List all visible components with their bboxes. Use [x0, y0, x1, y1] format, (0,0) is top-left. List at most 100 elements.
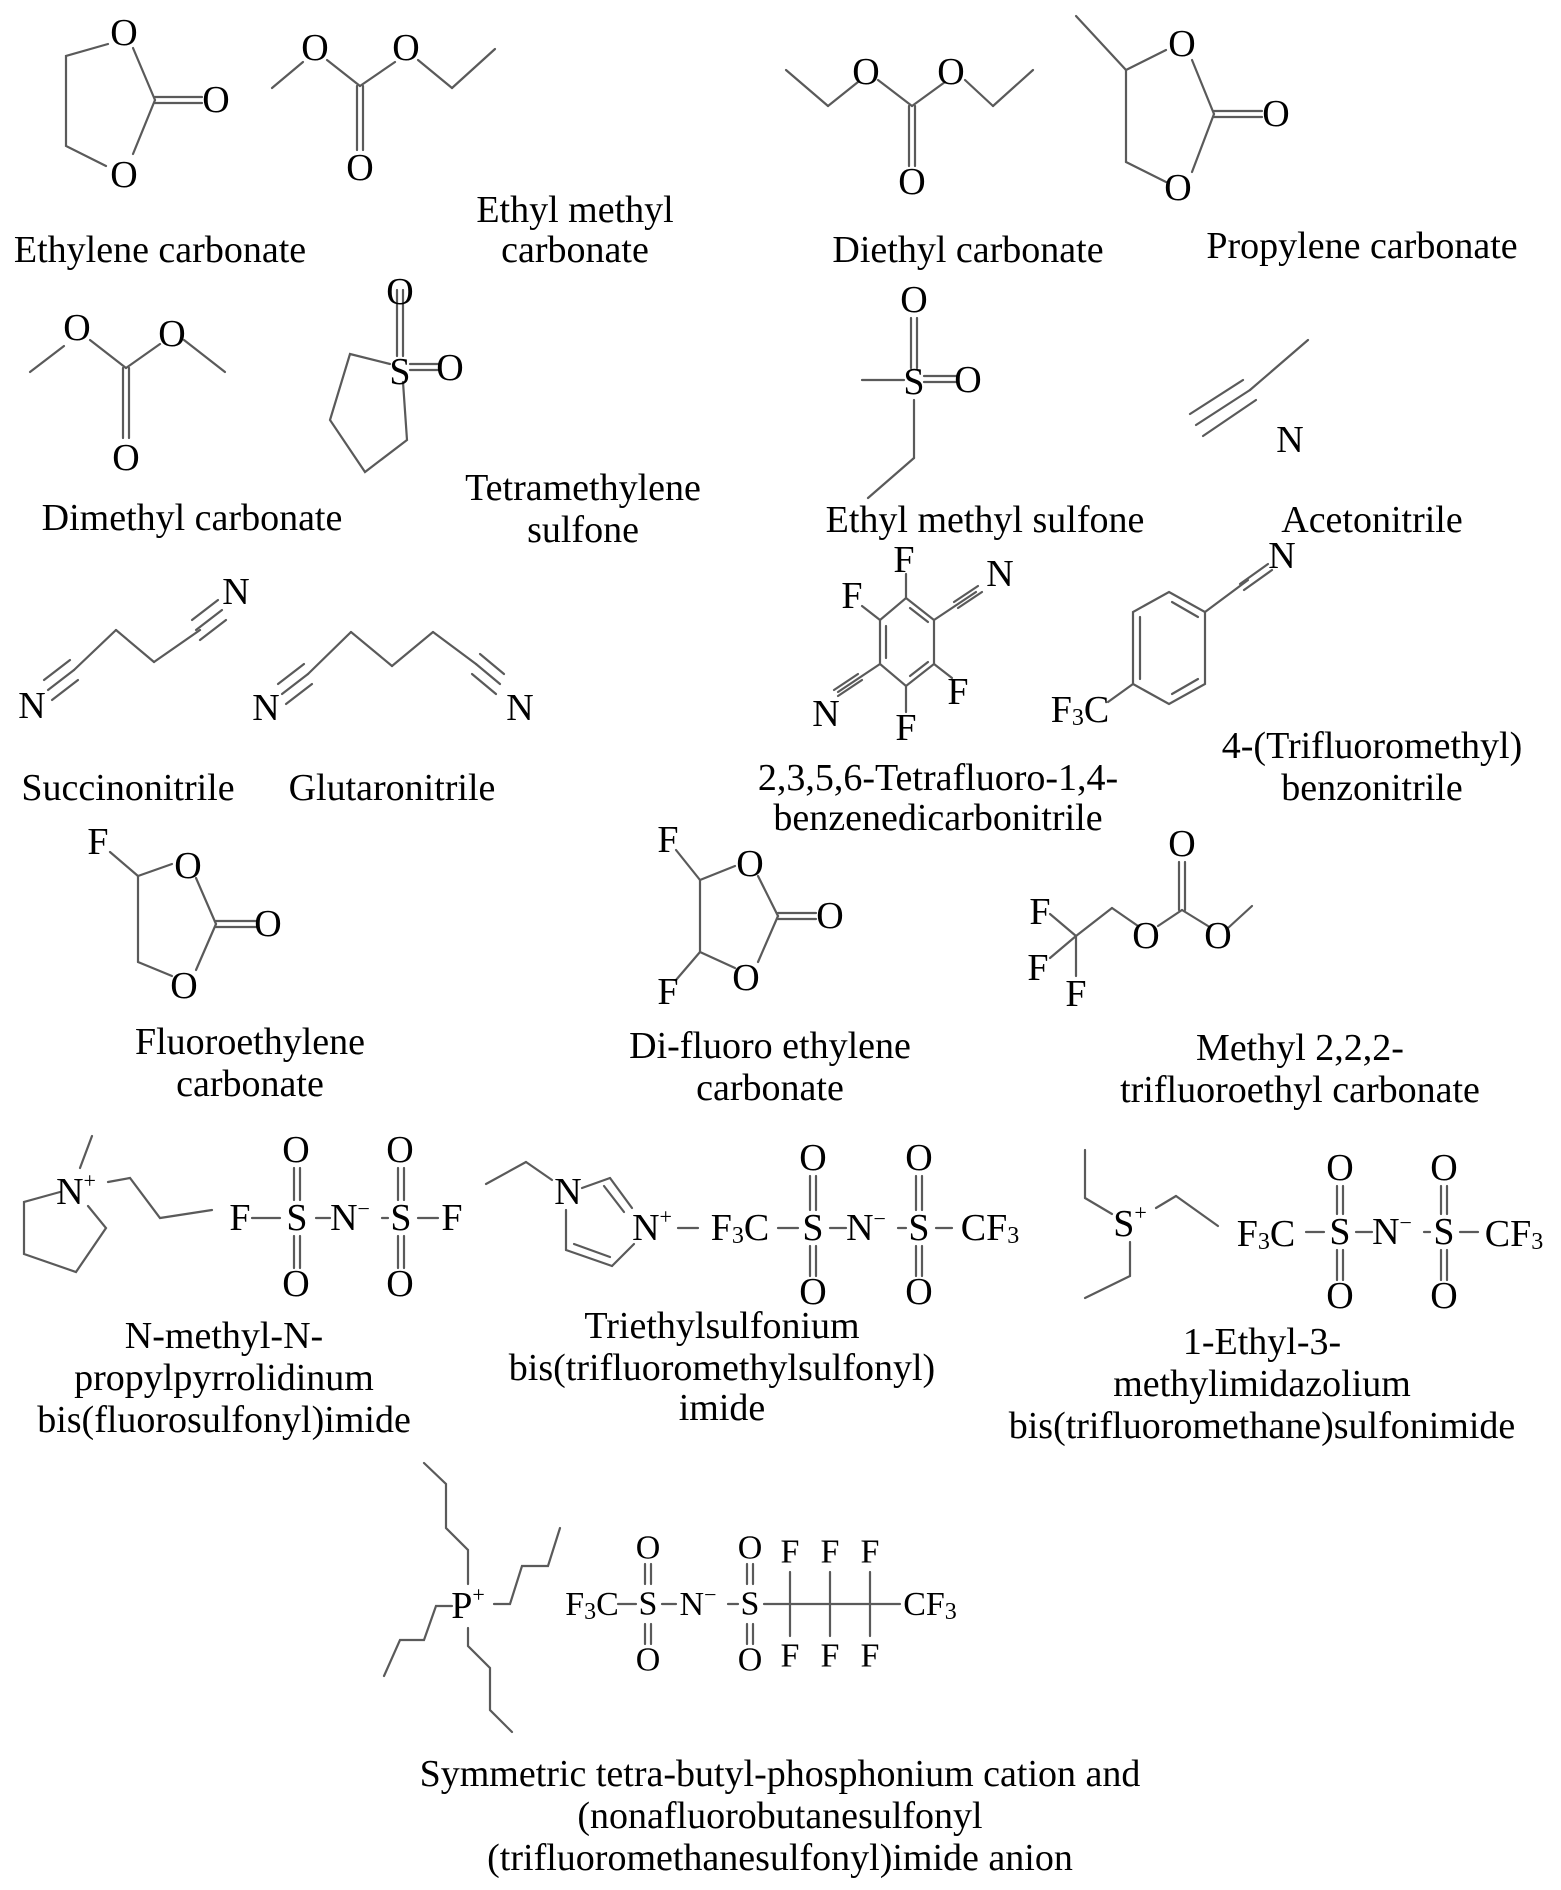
structure-succinonitrile: N N: [18, 571, 249, 727]
atom-O: O: [1326, 1275, 1353, 1317]
structure-pyr13-fsi: N+ F O S O N− O S O F: [22, 1129, 463, 1305]
atom-F: F: [1065, 973, 1086, 1015]
caption-fluoroethylene-carbonate-line2: carbonate: [176, 1063, 324, 1105]
atom-N-cation: N+: [56, 1168, 96, 1214]
atom-group-CF3: F3C: [1051, 689, 1110, 731]
atom-N: N: [986, 553, 1013, 595]
atom-O: O: [816, 895, 843, 937]
atom-F: F: [861, 1534, 880, 1571]
atom-O: O: [174, 845, 201, 887]
atom-O: O: [112, 437, 139, 479]
atom-S-cation: S+: [1113, 1200, 1147, 1246]
atom-O: O: [63, 307, 90, 349]
caption-diethyl-carbonate: Diethyl carbonate: [832, 229, 1103, 271]
atom-O: O: [1168, 23, 1195, 65]
atom-group-CF3: CF3: [961, 1207, 1019, 1249]
caption-acetonitrile: Acetonitrile: [1281, 499, 1462, 541]
caption-difluoro-ethylene-carbonate-line1: Di-fluoro ethylene: [629, 1025, 911, 1067]
caption-emim-tfsi-line3: bis(trifluoromethane)sulfonimide: [1009, 1405, 1516, 1447]
atom-F: F: [441, 1197, 462, 1239]
atom-N: N: [1276, 419, 1303, 461]
atom-O: O: [386, 271, 413, 313]
atom-S: S: [903, 361, 924, 403]
caption-pyr13-fsi-line1: N-methyl-N-: [125, 1315, 323, 1357]
structure-glutaronitrile: N N: [252, 630, 534, 729]
caption-tetrafluoro-benzenedicarbonitrile-line2: benzenedicarbonitrile: [773, 797, 1102, 839]
atom-O: O: [346, 147, 373, 189]
atom-F: F: [947, 671, 968, 713]
atom-N-anion: N−: [1372, 1210, 1412, 1254]
atom-O: O: [282, 1263, 309, 1305]
caption-emim-tfsi-line1: 1-Ethyl-3-: [1183, 1321, 1341, 1363]
atom-O: O: [636, 1642, 661, 1679]
caption-tetramethylene-sulfone-line2: sulfone: [527, 509, 639, 551]
atom-O: O: [738, 1642, 763, 1679]
caption-p4444-line1: Symmetric tetra-butyl-phosphonium cation…: [420, 1753, 1141, 1795]
atom-N-anion: N−: [330, 1196, 370, 1240]
atom-N: N: [1268, 535, 1295, 577]
atom-N: N: [506, 687, 533, 729]
caption-ethyl-methyl-carbonate-line1: Ethyl methyl: [476, 189, 673, 231]
atom-S: S: [390, 1197, 411, 1239]
atom-N-anion: N−: [680, 1582, 717, 1623]
caption-ethyl-methyl-carbonate-line2: carbonate: [501, 229, 649, 271]
atom-O: O: [738, 1530, 763, 1567]
atom-O: O: [110, 154, 137, 196]
atom-N-cation: N+: [632, 1204, 672, 1250]
atom-O: O: [954, 359, 981, 401]
caption-methyl-trifluoroethyl-carbonate-line2: trifluoroethyl carbonate: [1120, 1069, 1480, 1111]
atom-F: F: [781, 1534, 800, 1571]
atom-S: S: [1329, 1211, 1350, 1253]
atom-O: O: [158, 313, 185, 355]
atom-group-CF3: F3C: [1237, 1213, 1296, 1255]
structure-tetrafluoro-benzenedicarbonitrile: F F N F N F: [812, 539, 1013, 749]
caption-p4444-line3: (trifluoromethanesulfonyl)imide anion: [487, 1837, 1073, 1879]
structure-tetramethylene-sulfone: O S O: [328, 271, 464, 474]
atom-N-anion: N−: [846, 1206, 886, 1250]
atom-S: S: [286, 1197, 307, 1239]
structure-propylene-carbonate: O O O: [1074, 14, 1290, 209]
atom-S: S: [741, 1586, 760, 1623]
atom-F: F: [895, 707, 916, 749]
atom-O: O: [1164, 167, 1191, 209]
atom-O: O: [1132, 915, 1159, 957]
caption-tetramethylene-sulfone-line1: Tetramethylene: [465, 467, 701, 509]
atom-N: N: [18, 685, 45, 727]
atom-O: O: [386, 1263, 413, 1305]
atom-P-cation: P+: [451, 1582, 485, 1628]
caption-trifluoromethyl-benzonitrile-line1: 4-(Trifluoromethyl): [1222, 725, 1522, 767]
structure-trifluoromethyl-benzonitrile: N F3C: [1051, 535, 1296, 731]
atom-F: F: [87, 821, 108, 863]
atom-F: F: [821, 1638, 840, 1675]
structure-s222-tfsi: S+ F3C O S O N− O S O CF3: [1083, 1147, 1543, 1317]
atom-F: F: [657, 971, 678, 1013]
atom-S: S: [802, 1207, 823, 1249]
atom-O: O: [301, 27, 328, 69]
structure-acetonitrile: N: [1188, 338, 1310, 461]
caption-ethyl-methyl-sulfone: Ethyl methyl sulfone: [826, 499, 1145, 541]
atom-O: O: [1326, 1147, 1353, 1189]
atom-O: O: [1204, 915, 1231, 957]
caption-succinonitrile: Succinonitrile: [21, 767, 234, 809]
atom-O: O: [900, 279, 927, 321]
structure-ethyl-methyl-sulfone: O S O: [860, 279, 982, 500]
atom-O: O: [937, 51, 964, 93]
atom-O: O: [898, 161, 925, 203]
atom-O: O: [1262, 93, 1289, 135]
caption-pyr13-fsi-line3: bis(fluorosulfonyl)imide: [37, 1399, 411, 1441]
structure-methyl-trifluoroethyl-carbonate: O F O O F F: [1027, 823, 1254, 1015]
caption-fluoroethylene-carbonate-line1: Fluoroethylene: [135, 1021, 365, 1063]
structure-fluoroethylene-carbonate: F O O O: [87, 821, 281, 1007]
atom-O: O: [636, 1530, 661, 1567]
atom-F: F: [657, 819, 678, 861]
atom-O: O: [732, 957, 759, 999]
caption-trifluoromethyl-benzonitrile-line2: benzonitrile: [1281, 767, 1462, 809]
structure-diethyl-carbonate: O O O: [784, 51, 1035, 203]
structure-ethyl-methyl-carbonate: O O O: [270, 27, 497, 189]
atom-O: O: [1430, 1275, 1457, 1317]
caption-s222-tfsi-line2: bis(trifluoromethylsulfonyl): [509, 1347, 935, 1389]
caption-propylene-carbonate: Propylene carbonate: [1206, 225, 1517, 267]
atom-O: O: [905, 1137, 932, 1179]
atom-F: F: [781, 1638, 800, 1675]
